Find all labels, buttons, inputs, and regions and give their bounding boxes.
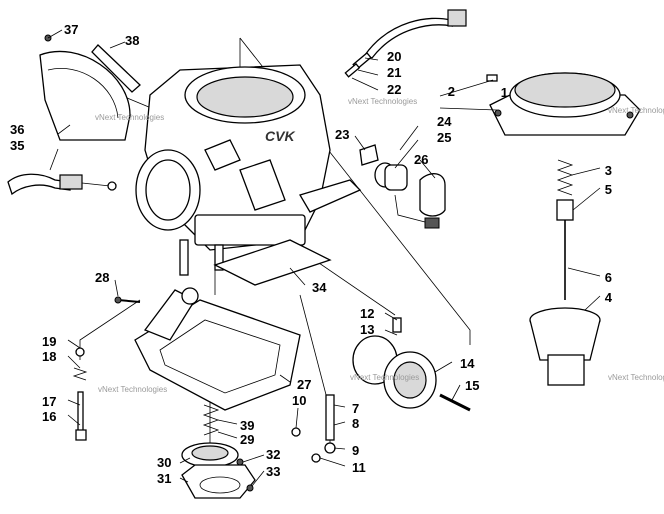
part-label: 29 [240, 432, 254, 447]
part-label: 30 [157, 455, 171, 470]
bottom-cover-part [181, 404, 256, 499]
plunger-sensor-part [359, 144, 446, 229]
watermark: vNext Technologies [608, 373, 664, 382]
float-part [352, 317, 471, 412]
part-label: 20 [387, 49, 401, 64]
part-label: 36 [10, 122, 24, 137]
part-label: 2 [448, 84, 455, 99]
part-label: 33 [266, 464, 280, 479]
part-label: 9 [352, 443, 359, 458]
part-label: 32 [266, 447, 280, 462]
gasket-part-34 [213, 239, 332, 286]
part-label: 26 [414, 152, 428, 167]
part-label: 13 [360, 322, 374, 337]
part-label: 12 [360, 306, 374, 321]
part-label: 19 [42, 334, 56, 349]
part-label: 18 [42, 349, 56, 364]
part-label: 7 [352, 401, 359, 416]
watermark: vNext Technologies [350, 373, 419, 382]
part-label: 3 [605, 163, 612, 178]
part-label: 25 [437, 130, 451, 145]
part-label: 38 [125, 33, 139, 48]
choke-cable-part [7, 173, 117, 196]
part-label: 16 [42, 409, 56, 424]
hose-part-38 [91, 44, 141, 93]
watermark: vNext Technologies [98, 385, 167, 394]
jet-part [291, 394, 336, 463]
mixture-screw-part [72, 347, 88, 441]
part-label: 22 [387, 82, 401, 97]
part-label: 17 [42, 394, 56, 409]
part-label: 37 [64, 22, 78, 37]
part-label: 1 [501, 85, 508, 100]
diaphragm-slide-part [529, 307, 601, 386]
sensor-cable-part [344, 9, 467, 78]
leader-lines [47, 29, 601, 487]
carburetor-body: CVK [135, 64, 362, 276]
watermark: vNext Technologies [608, 106, 664, 115]
watermark: vNext Technologies [348, 97, 417, 106]
spring-needle-part [556, 159, 574, 300]
air-cover-part [39, 34, 131, 141]
part-number-labels: 1 2 3 4 5 6 7 8 9 10 11 12 13 14 15 16 1… [10, 22, 613, 486]
part-label: 23 [335, 127, 349, 142]
float-bowl-part [134, 287, 301, 411]
part-label: 11 [352, 460, 366, 475]
part-label: 5 [605, 182, 612, 197]
part-label: 35 [10, 138, 24, 153]
top-cover-part [486, 72, 641, 136]
part-label: 28 [95, 270, 109, 285]
part-label: 8 [352, 416, 359, 431]
part-label: 6 [605, 270, 612, 285]
screw-part-28 [114, 296, 141, 304]
part-label: 31 [157, 471, 171, 486]
part-label: 39 [240, 418, 254, 433]
part-label: 10 [292, 393, 306, 408]
part-label: 21 [387, 65, 401, 80]
watermark: vNext Technologies [95, 113, 164, 122]
part-label: 24 [437, 114, 452, 129]
cvk-engraving: CVK [265, 128, 295, 144]
part-label: 14 [460, 356, 475, 371]
part-label: 27 [297, 377, 311, 392]
part-label: 4 [605, 290, 613, 305]
watermark-layer: vNext Technologies vNext Technologies vN… [95, 97, 664, 394]
part-label: 34 [312, 280, 327, 295]
part-label: 15 [465, 378, 479, 393]
